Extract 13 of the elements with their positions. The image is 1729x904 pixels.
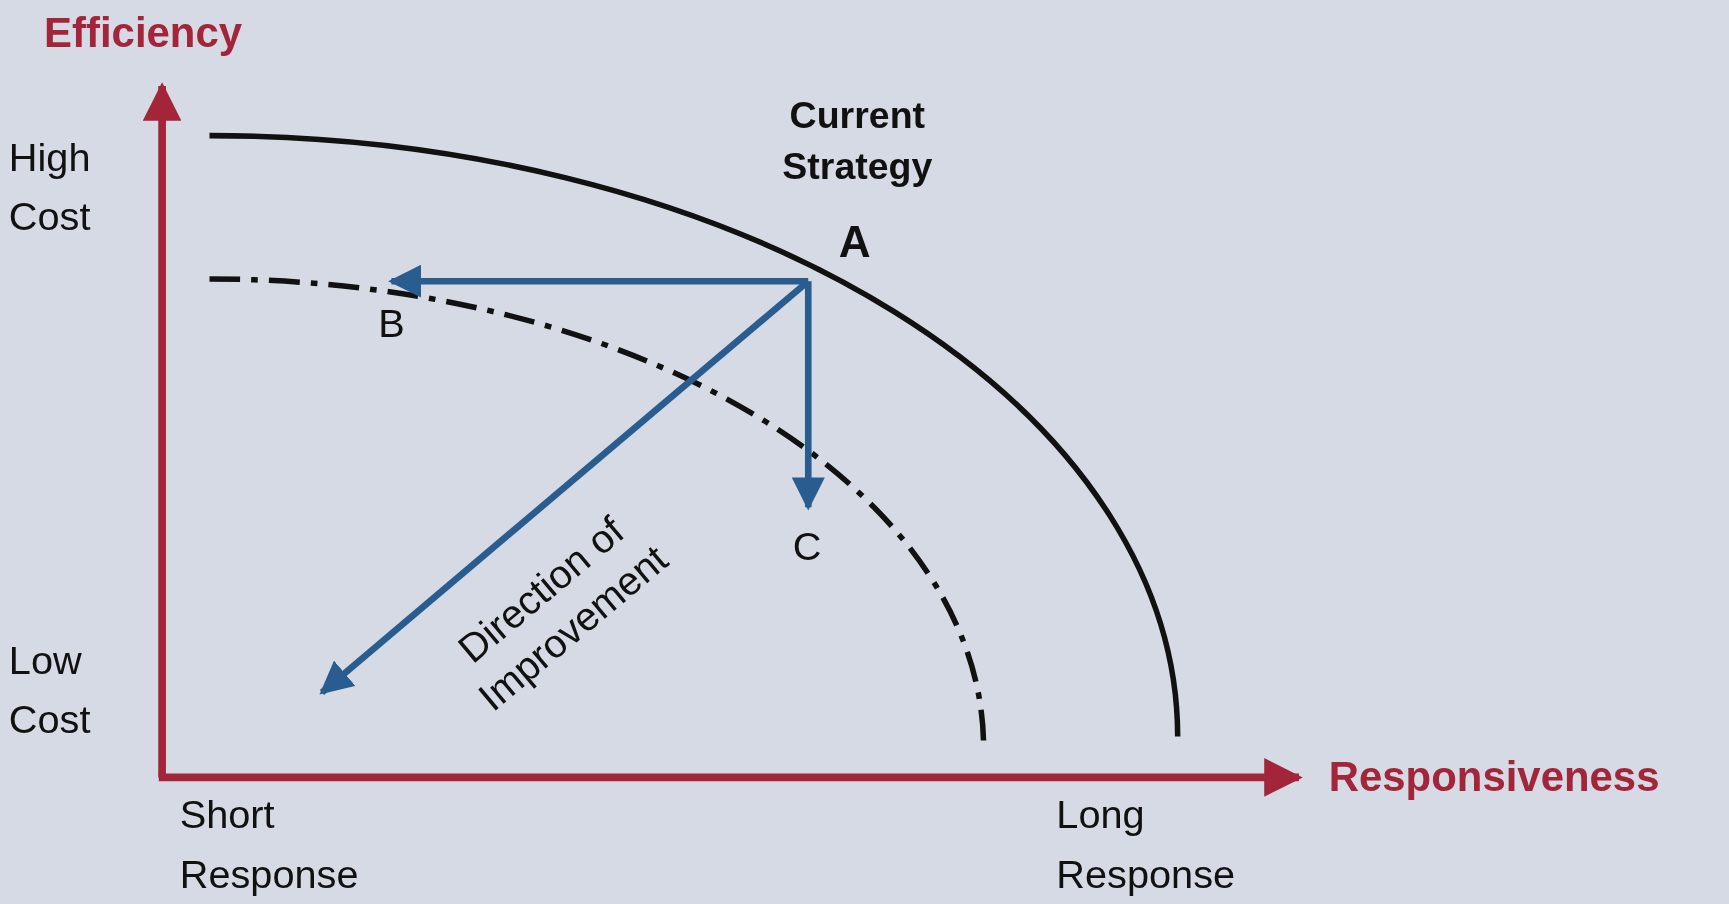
point-letter: B: [377, 300, 406, 349]
axis-value-label: Short Response: [179, 790, 360, 899]
axis-title: Responsiveness: [1328, 752, 1661, 802]
axis-value-label: Low Cost: [8, 636, 92, 745]
axis-value-label: Long Response: [1056, 790, 1237, 899]
arrow: [319, 278, 811, 695]
arrow: [791, 281, 825, 511]
arrow: [388, 264, 809, 298]
axis-title: Efficiency: [44, 8, 244, 59]
point-letter: A: [837, 216, 872, 268]
point-caption: Current Strategy: [781, 92, 934, 189]
axis-value-label: High Cost: [8, 133, 92, 242]
point-letter: C: [791, 522, 823, 571]
